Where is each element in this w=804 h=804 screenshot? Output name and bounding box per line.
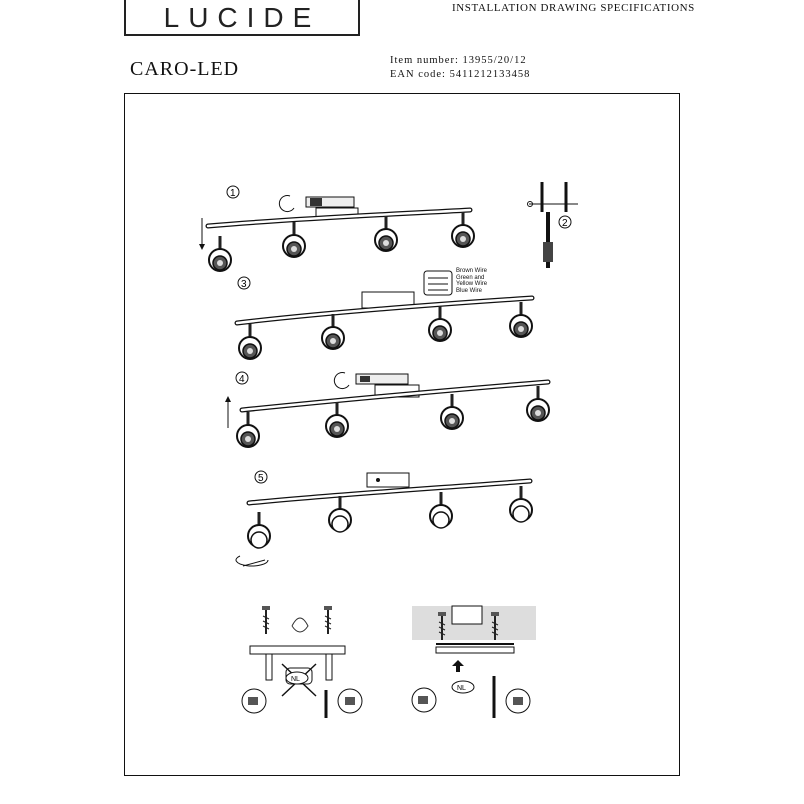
wire-labels: Brown Wire Green and Yellow Wire Blue Wi… (456, 268, 487, 294)
wire-blue-label: Blue Wire (456, 287, 483, 294)
step-2-drawing: 2 (527, 182, 578, 268)
wire-yellow-label: Yellow Wire (456, 281, 488, 287)
step-3-number: 3 (241, 279, 247, 290)
svg-text:NL: NL (291, 676, 300, 683)
svg-text:NL: NL (457, 685, 466, 692)
drawing-frame (124, 93, 680, 776)
step-2-number: 2 (562, 218, 568, 229)
brand-logo: LUCIDE (124, 0, 360, 36)
nl-badge-right: NL (451, 680, 475, 694)
step-1-number: 1 (230, 188, 236, 199)
detail-right-drawing (411, 605, 536, 718)
step-5-number: 5 (258, 473, 264, 484)
detail-left-drawing (241, 605, 363, 718)
spec-title: INSTALLATION DRAWING SPECIFICATIONS (452, 2, 695, 14)
product-name: CARO-LED (130, 58, 240, 80)
item-number: Item number: 13955/20/12 (390, 55, 527, 66)
step-3-drawing: 3 (234, 270, 535, 361)
step-4-drawing: 4 (225, 371, 551, 449)
brand-name: LUCIDE (163, 2, 321, 33)
wire-brown-label: Brown Wire (456, 268, 488, 274)
ean-code: EAN code: 5411212133458 (390, 69, 531, 80)
nl-badge-left: NL (285, 671, 309, 685)
step-1-drawing: 1 (199, 185, 476, 273)
wire-green-label: Green and (456, 274, 485, 281)
step-5-drawing: 5 (235, 470, 534, 567)
step-4-number: 4 (239, 374, 245, 385)
